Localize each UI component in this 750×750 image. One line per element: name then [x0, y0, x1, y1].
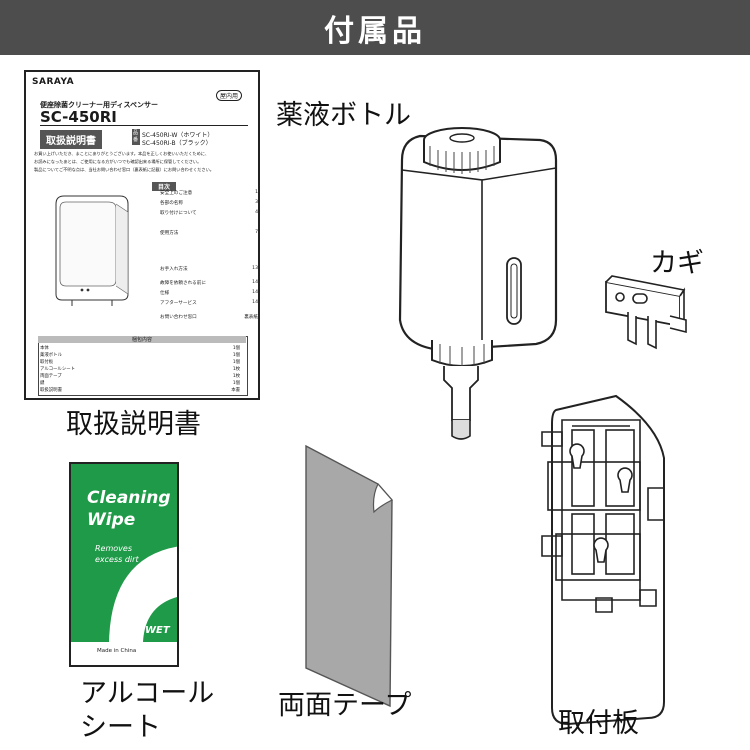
contents-qty: 1個 — [232, 381, 240, 386]
manual-model: SC-450RI — [40, 108, 117, 126]
wipe-title-1: Cleaning — [87, 488, 171, 508]
toc-page: 3 — [255, 200, 258, 205]
toc-title: 目次 — [152, 182, 177, 191]
toc-label: 取り付けについて — [160, 211, 197, 216]
contents-qty: 1枚 — [232, 367, 240, 372]
wipe-origin: Made in China — [97, 648, 137, 654]
toc-row: アフターサービス 14 — [160, 300, 258, 306]
contents-row: 取扱説明書 本書 — [40, 387, 240, 393]
divider — [40, 125, 248, 126]
contents-qty: 1個 — [232, 346, 240, 351]
toc-row: 故障を依頼される前に 14 — [160, 280, 258, 286]
toc-label: アフターサービス — [160, 301, 197, 306]
contents-label: 取付板 — [40, 360, 54, 365]
toc-page: 14 — [252, 280, 258, 285]
contents-row: 両面テープ 1枚 — [40, 373, 240, 379]
wipe-desc-1: Removes — [95, 544, 132, 553]
manual-intro-1: お買い上げいただき、まことにありがとうございます。本品を正しくお使いいただくため… — [34, 151, 210, 156]
contents-label: 両面テープ — [40, 374, 62, 379]
manual-intro-2: お読みになったあとは、ご使用になる方がいつでも確認出来る場所に保管してください。 — [34, 159, 202, 164]
toc-page: 14 — [252, 290, 258, 295]
wipe-wet-label: WET — [145, 625, 170, 636]
toc-label: 安全上のご注意 — [160, 191, 193, 196]
contents-title: 梱包内容 — [38, 336, 246, 343]
toc-row: お手入れ方法 13 — [160, 266, 258, 272]
manual-variant-2: SC-450RI-B（ブラック） — [142, 140, 212, 147]
contents-label: アルコールシート — [40, 367, 75, 372]
manual-brand: SARAYA — [32, 77, 75, 87]
dispenser-illustration — [55, 195, 129, 306]
contents-label: 薬液ボトル — [40, 353, 62, 358]
wipe-title-2: Wipe — [87, 510, 136, 530]
plate-label: 取付板 — [558, 708, 639, 739]
toc-page: 4 — [255, 210, 258, 215]
toc-page: 14 — [252, 300, 258, 305]
instruction-manual: SARAYA 屋内用 便座除菌クリーナー用ディスペンサー SC-450RI 取扱… — [24, 70, 260, 400]
toc-row: 取り付けについて 4 — [160, 210, 258, 216]
contents-label: 本体 — [40, 346, 49, 351]
manual-subtitle: 便座除菌クリーナー用ディスペンサー — [40, 101, 159, 109]
toc-label: 使用方法 — [160, 231, 179, 236]
toc-page: 裏表紙 — [244, 315, 258, 320]
contents-row: 薬液ボトル 1個 — [40, 352, 240, 358]
contents-row: 本体 1個 — [40, 345, 240, 351]
toc-page: 13 — [252, 266, 258, 271]
header-bar: 付属品 — [0, 0, 750, 55]
contents-label: 鍵 — [40, 381, 45, 386]
manual-label: 取扱説明書 — [66, 409, 201, 440]
toc-row: 安全上のご注意 1 — [160, 190, 258, 196]
contents-label: 取扱説明書 — [40, 388, 62, 393]
toc-row: お問い合わせ窓口 裏表紙 — [160, 314, 258, 320]
contents-row: 鍵 1個 — [40, 380, 240, 386]
manual-doc-title: 取扱説明書 — [40, 130, 102, 149]
contents-qty: 1個 — [232, 353, 240, 358]
manual-variant-tag: 品番 — [132, 129, 140, 145]
tape-label: 両面テープ — [278, 690, 412, 721]
toc-row: 仕様 14 — [160, 290, 258, 296]
toc-row: 使用方法 7 — [160, 230, 258, 236]
manual-tag: 屋内用 — [216, 90, 243, 101]
toc-label: お手入れ方法 — [160, 267, 188, 272]
contents-qty: 1個 — [232, 360, 240, 365]
manual-variant-1: SC-450RI-W（ホワイト） — [142, 132, 214, 139]
wipe-desc-2: excess dirt — [95, 555, 139, 564]
wipe-label-line2: シート — [80, 712, 161, 743]
wipe-label-line1: アルコール — [80, 678, 215, 709]
page-title: 付属品 — [324, 13, 426, 49]
toc-page: 7 — [255, 230, 258, 235]
contents-qty: 1枚 — [232, 374, 240, 379]
toc-label: 各部の名称 — [160, 201, 183, 206]
key-label: カギ — [650, 248, 704, 279]
alcohol-wipe-packet: Cleaning Wipe Removes excess dirt WET Ma… — [69, 462, 179, 667]
bottle-label: 薬液ボトル — [276, 100, 411, 131]
toc-label: お問い合わせ窓口 — [160, 315, 197, 320]
contents-row: 取付板 1個 — [40, 359, 240, 365]
toc-row: 各部の名称 3 — [160, 200, 258, 206]
toc-page: 1 — [255, 190, 258, 195]
contents-qty: 本書 — [231, 388, 240, 393]
manual-intro-3: 製品についてご不明な点は、当社お問い合わせ窓口（裏表紙に記載）にお問い合わせくだ… — [34, 167, 214, 172]
contents-row: アルコールシート 1枚 — [40, 366, 240, 372]
wipe-green-arc — [71, 464, 177, 642]
toc-label: 仕様 — [160, 291, 170, 296]
toc-label: 故障を依頼される前に — [160, 281, 206, 286]
